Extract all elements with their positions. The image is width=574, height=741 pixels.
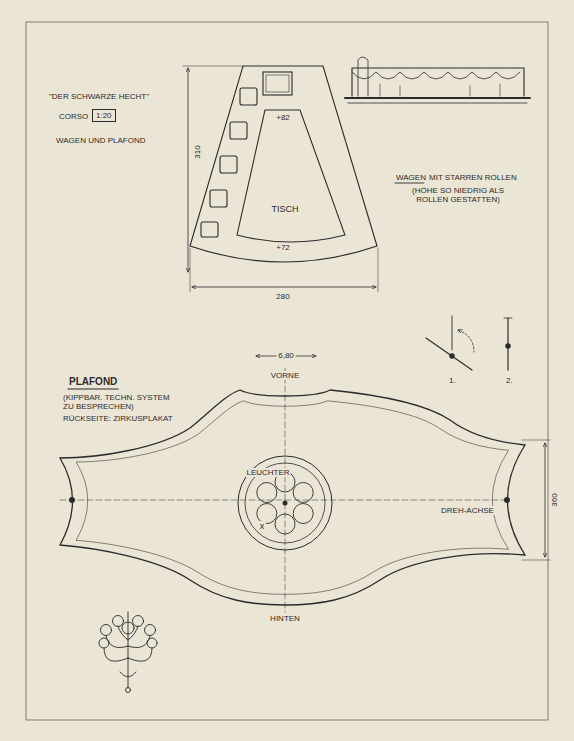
note: MIT STARREN ROLLEN (428, 173, 518, 182)
dimension: 6,80 (277, 351, 295, 360)
wagon-window (240, 88, 257, 105)
chandelier-bowl (120, 672, 136, 677)
centre-line (60, 500, 507, 501)
node-text: +72 (275, 243, 291, 252)
note-heading: WAGEN (395, 173, 427, 182)
centre-dot (283, 501, 288, 506)
elevation-outline (352, 68, 524, 96)
dimension-line (545, 443, 546, 557)
wagon-platform (345, 97, 530, 99)
axis-label: DREH-ACHSE (440, 506, 495, 515)
globe-circle (293, 504, 313, 524)
extension-line (522, 560, 550, 561)
chandelier-globe (122, 622, 134, 634)
wagon-top-box-inner (266, 75, 289, 92)
extension-line (522, 440, 550, 441)
title: "DER SCHWARZE HECHT" (48, 92, 150, 101)
wagon-window (201, 222, 218, 237)
extension-line (183, 66, 243, 67)
dimension: 310 (193, 144, 202, 159)
dimension-line (188, 68, 189, 272)
chandelier-globe (99, 638, 109, 648)
dimension-arrow (256, 356, 276, 357)
sheet-heading: WAGEN UND PLAFOND (55, 136, 147, 145)
globe-circle (275, 514, 295, 534)
title-subline: CORSO (58, 112, 89, 121)
underline (395, 183, 424, 184)
wagon-outline (190, 66, 377, 262)
globe-circle (257, 483, 277, 503)
dimension: 360 (550, 492, 559, 507)
chandelier-ring: LEUCHTER x (236, 452, 334, 554)
callout-number: 2. (505, 376, 514, 385)
chandelier-finial (126, 688, 131, 693)
callout-number: 1. (448, 376, 457, 385)
pivot-diagram-tilted (426, 338, 472, 370)
ring-outer (238, 456, 332, 550)
pivot-diagram-line (452, 316, 453, 350)
wagon-window (230, 122, 247, 139)
table-outline (237, 110, 345, 242)
node-text: HINTEN (269, 614, 301, 623)
chandelier-globe (133, 616, 144, 627)
curtain-fold (380, 84, 500, 96)
curtain-swag (352, 72, 520, 79)
plafond-inner-line (76, 401, 508, 595)
node-text: TISCH (271, 204, 300, 214)
note: (KIPPBAR. TECHN. SYSTEM ZU BESPRECHEN) (62, 393, 182, 411)
chandelier-sketch (99, 612, 157, 693)
dimension-arrow (296, 356, 316, 357)
wagon-top-box (263, 72, 292, 95)
wagon-window (220, 156, 237, 173)
sheet-frame (26, 22, 548, 720)
node-text: LEUCHTER (245, 468, 290, 477)
section-heading: PLAFOND (68, 376, 118, 388)
underline (68, 388, 118, 389)
direction-label: VORNE (270, 371, 300, 380)
dimension: 280 (275, 292, 290, 301)
chair-sketch (358, 57, 368, 96)
dimension-line (192, 287, 376, 288)
node-text: x (259, 521, 266, 531)
wagon-window (210, 190, 227, 207)
globe-circle (293, 483, 313, 503)
note: (HÖHE SO NIEDRIG ALS ROLLEN GESTATTEN) (395, 186, 521, 204)
extension-line (190, 248, 191, 292)
pivot-dot (450, 354, 454, 358)
centre-line (285, 368, 286, 612)
table-shape-outline (235, 104, 347, 254)
chandelier-globe (101, 625, 112, 636)
table-shape: +82TISCH +72 (235, 104, 347, 254)
chandelier-globe (147, 638, 157, 648)
tick (504, 318, 512, 319)
plafond-outline (60, 390, 525, 605)
scale: 1:20 (92, 109, 116, 122)
chandelier-globe (113, 616, 124, 627)
note: RÜCKSEITE: ZIRKUSPLAKAT (62, 414, 174, 423)
ring-inner (245, 463, 325, 543)
extension-line (378, 248, 379, 292)
tilt-arrow (458, 330, 474, 352)
wagon-platform-base (348, 103, 527, 104)
node-text: +82 (275, 113, 291, 122)
chandelier-globe (145, 625, 156, 636)
pivot-dot (506, 344, 510, 348)
